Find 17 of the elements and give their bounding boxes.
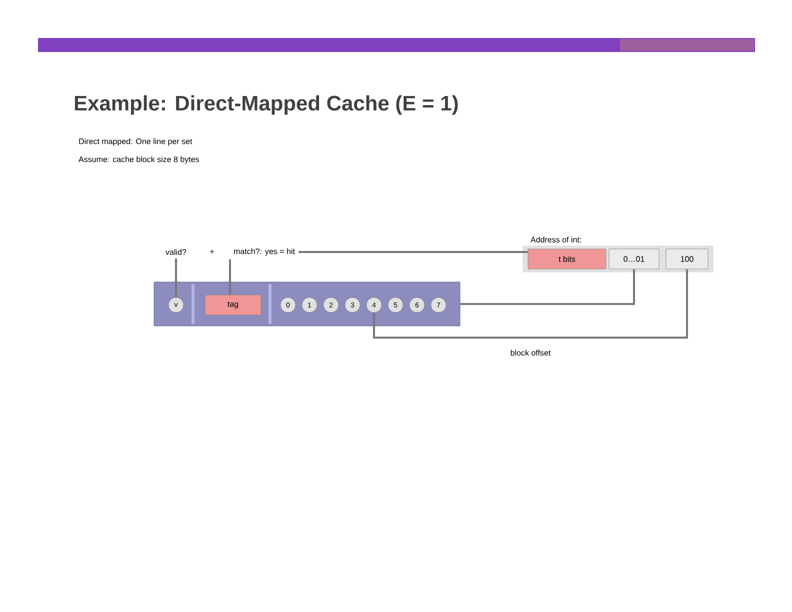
annotation-text: match?: yes = hit	[234, 248, 295, 256]
plus-sign: +	[210, 250, 214, 254]
edge-label: block offset	[509, 348, 552, 357]
slide-title: Example: Direct-Mapped Cache (E = 1)	[74, 95, 458, 115]
annotation-text: valid?	[166, 249, 186, 255]
note-text: Assume: cache block size 8 bytes	[78, 156, 200, 164]
connector-line	[229, 259, 231, 295]
connector-line	[373, 269, 688, 339]
tag-field: tag	[204, 294, 262, 316]
connector-line	[298, 250, 528, 253]
address-field: 0…01	[608, 248, 660, 270]
note-text: Direct mapped: One line per set	[79, 138, 192, 146]
connector-line	[460, 269, 635, 305]
address-label: Address of int:	[530, 236, 581, 242]
address-field: 100	[666, 248, 708, 270]
tag-field: t bits	[528, 248, 606, 270]
connector-line	[175, 258, 177, 298]
